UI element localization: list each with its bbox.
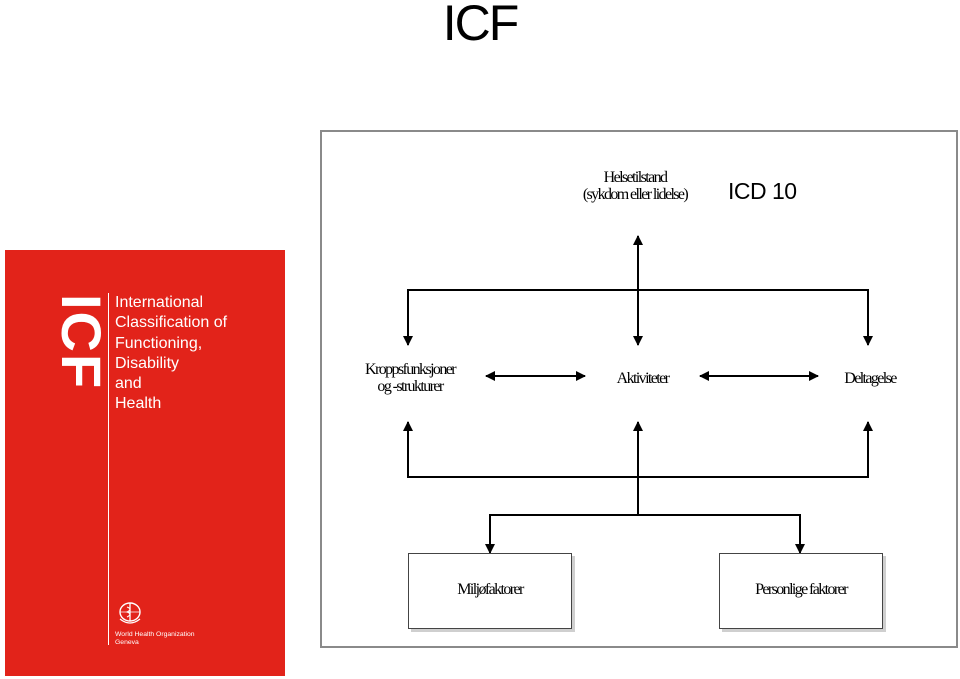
cover-title: International Classification of Function… [115,293,227,415]
factors-bracket [485,514,805,554]
publisher-line: World Health Organization [115,631,195,638]
body-functions-line: og -strukturer [377,378,444,395]
icf-logo: ICF [50,294,113,391]
icd-label: ICD 10 [728,178,797,204]
top-bracket [403,289,873,346]
cover-title-line: and [115,375,142,393]
body-functions-label: Kroppsfunksjoner og -strukturer [340,361,480,395]
health-condition-line: Helsetilstand [603,169,668,186]
health-condition-label: Helsetilstand (sykdom eller lidelse) [555,169,715,203]
personal-factors-label: Personlige faktorer [755,581,848,598]
environmental-factors-label: Miljøfaktorer [457,581,524,598]
health-condition-line: (sykdom eller lidelse) [582,186,689,203]
diagram-frame [320,130,958,648]
cover-title-line: Functioning, [115,334,203,352]
cover-title-line: Health [115,395,162,413]
icf-book-cover: ICF International Classification of Func… [5,250,285,676]
environmental-factors-box: Miljøfaktorer [408,553,572,629]
page-title: ICF [442,0,520,51]
cover-title-line: International [115,294,204,311]
who-emblem-icon [119,602,141,624]
activities-label: Aktiviteter [616,370,670,387]
body-functions-line: Kroppsfunksjoner [365,361,457,378]
publisher: World Health Organization Geneva [115,631,195,647]
participation-label: Deltagelse [844,370,897,387]
cover-title-line: Classification of [115,314,228,332]
cover-divider [108,293,109,645]
cover-title-line: Disability [115,354,180,372]
publisher-line: Geneva [115,639,139,646]
personal-factors-box: Personlige faktorer [719,553,883,629]
